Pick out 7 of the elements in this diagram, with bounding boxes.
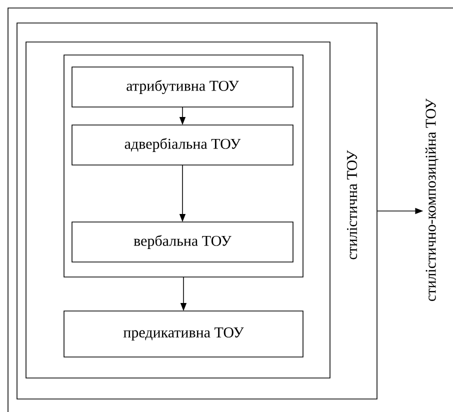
process-box: вербальна ТОУ (72, 222, 294, 262)
frame-box (64, 54, 304, 278)
result-label: стилістично-композиційна ТОУ (425, 98, 439, 301)
frame-box (26, 42, 330, 378)
process-box: предикативна ТОУ (64, 310, 304, 358)
process-box: адвербіальна ТОУ (72, 124, 294, 166)
process-box: атрибутивна ТОУ (72, 66, 294, 108)
